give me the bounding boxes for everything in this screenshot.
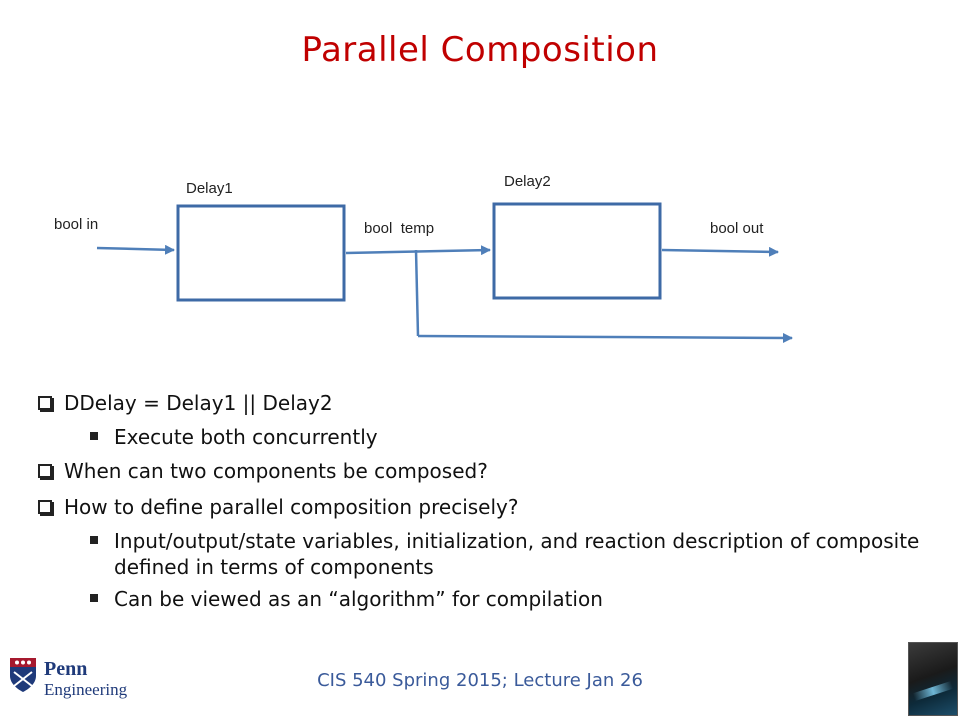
composition-diagram: Delay1 Delay2 bool in bool temp bool out	[54, 173, 793, 343]
slide-title: Parallel Composition	[301, 30, 659, 70]
logo-line2: Engineering	[44, 680, 128, 699]
delay1-box	[176, 204, 346, 302]
output-arrow	[661, 246, 779, 257]
logo-line1: Penn	[44, 658, 88, 680]
sub-bullet-item: Execute both concurrently	[38, 424, 938, 450]
bullet-item: DDelay = Delay1 || Delay2	[38, 388, 938, 418]
sub-bullet-item: Input/output/state variables, initializa…	[38, 528, 938, 580]
delay1-label: Delay1	[186, 180, 233, 197]
sub-bullet-item: Can be viewed as an “algorithm” for comp…	[38, 586, 938, 612]
penn-engineering-logo: Penn Engineering	[8, 656, 128, 704]
temp-label: bool temp	[364, 220, 434, 237]
bullet-item: How to define parallel composition preci…	[38, 492, 938, 522]
delay2-box	[492, 202, 662, 300]
book-cover-icon	[908, 642, 958, 716]
temp-arrow	[345, 245, 491, 256]
output-label: bool out	[710, 220, 764, 237]
footer-text: CIS 540 Spring 2015; Lecture Jan 26	[317, 670, 643, 691]
delay2-label: Delay2	[504, 173, 551, 190]
branch-line	[414, 249, 420, 337]
penn-shield-icon	[10, 658, 36, 692]
input-arrow	[96, 244, 175, 255]
input-label: bool in	[54, 216, 98, 233]
bullet-item: When can two components be composed?	[38, 456, 938, 486]
bullet-list: DDelay = Delay1 || Delay2 Execute both c…	[38, 388, 938, 618]
branch-arrow	[417, 332, 793, 343]
